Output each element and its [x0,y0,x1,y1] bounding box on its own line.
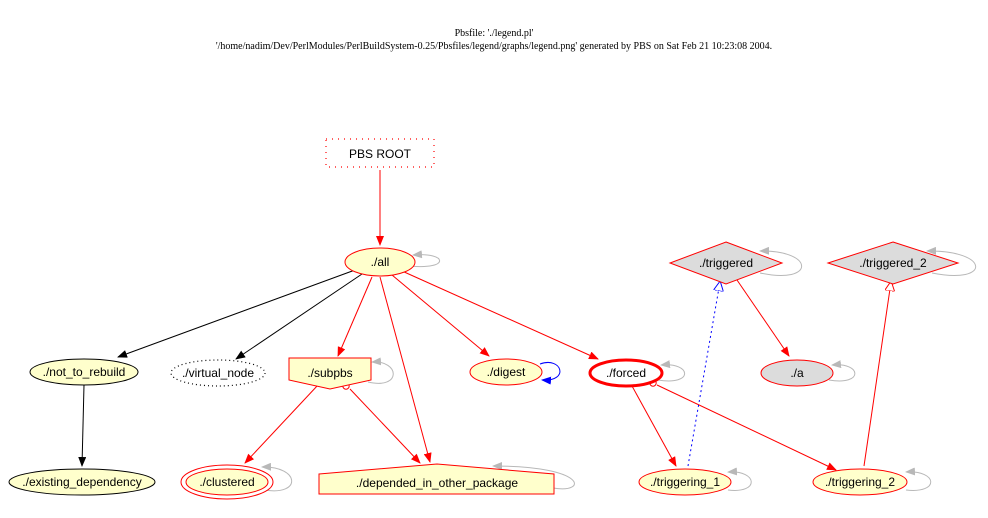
self-loop-triggered [759,246,802,277]
edge-all-not-to-rebuild [117,269,356,358]
node-triggered: ./triggered [668,241,784,285]
edge-forced-triggering-1 [631,385,677,467]
self-loop-triggered-2 [926,246,977,277]
self-loop-triggering-1 [727,467,752,491]
node-digest: ./digest [469,358,543,386]
self-loop-subpbs [367,357,394,384]
self-loops [261,246,977,492]
edge-subpbs-depended [349,388,421,464]
node-triggering-1-label: ./triggering_1 [650,475,720,489]
self-loop-a [828,360,856,382]
self-loop-triggering-2 [905,467,932,491]
node-depended-in-other-package-label: ./depended_in_other_package [356,476,518,490]
node-triggering-2-label: ./triggering_2 [825,475,895,489]
node-virtual-node: ./virtual_node [170,359,266,387]
edge-all-subpbs [337,276,373,357]
node-pbs-root-label: PBS ROOT [349,147,412,161]
node-pbs-root: PBS ROOT [325,138,435,168]
node-subpbs: ./subpbs [288,357,372,390]
node-existing-dependency-label: ./existing_dependency [22,475,141,489]
edge-all-depended [379,276,432,463]
edge-triggering-1-triggered [687,282,720,467]
self-loop-forced [657,360,686,382]
node-depended-in-other-package: ./depended_in_other_package [318,463,555,495]
node-clustered: ./clustered [180,464,274,500]
edge-all-forced [401,270,599,360]
edges [78,170,891,471]
node-forced: ./forced [588,358,664,388]
edge-all-digest [391,274,490,357]
self-loop-clustered [261,462,293,492]
pbsfile-title: Pbsfile: './legend.pl' [454,28,534,39]
node-triggering-2: ./triggering_2 [812,468,908,496]
generated-by-caption: '/home/nadim/Dev/PerlModules/PerlBuildSy… [215,41,773,52]
node-triggered-2: ./triggered_2 [826,241,960,285]
edge-subpbs-clustered [244,384,319,464]
node-forced-label: ./forced [606,366,646,380]
node-not-to-rebuild: ./not_to_rebuild [29,358,139,386]
node-virtual-node-label: ./virtual_node [182,366,254,380]
node-existing-dependency: ./existing_dependency [8,468,156,496]
node-triggering-1: ./triggering_1 [638,468,732,496]
node-digest-label: ./digest [487,365,526,379]
node-clustered-label: ./clustered [199,475,254,489]
node-not-to-rebuild-label: ./not_to_rebuild [43,365,126,379]
node-triggered-2-label: ./triggered_2 [859,256,927,270]
edge-triggered-a [736,279,790,357]
node-all: ./all [344,247,416,277]
edge-digest-self-loop [539,362,561,385]
node-a: ./a [760,359,834,387]
node-triggered-label: ./triggered [699,256,753,270]
edge-forced-triggering-2 [656,384,837,471]
edge-not-to-rebuild-existing [78,384,87,467]
self-loop-all [409,250,441,268]
edge-triggering-2-triggered-2 [863,282,891,467]
self-loop-depended [492,462,575,490]
edge-all-virtual-node [235,273,363,360]
node-subpbs-label: ./subpbs [307,366,352,380]
node-all-label: ./all [371,255,390,269]
node-a-label: ./a [790,366,804,380]
